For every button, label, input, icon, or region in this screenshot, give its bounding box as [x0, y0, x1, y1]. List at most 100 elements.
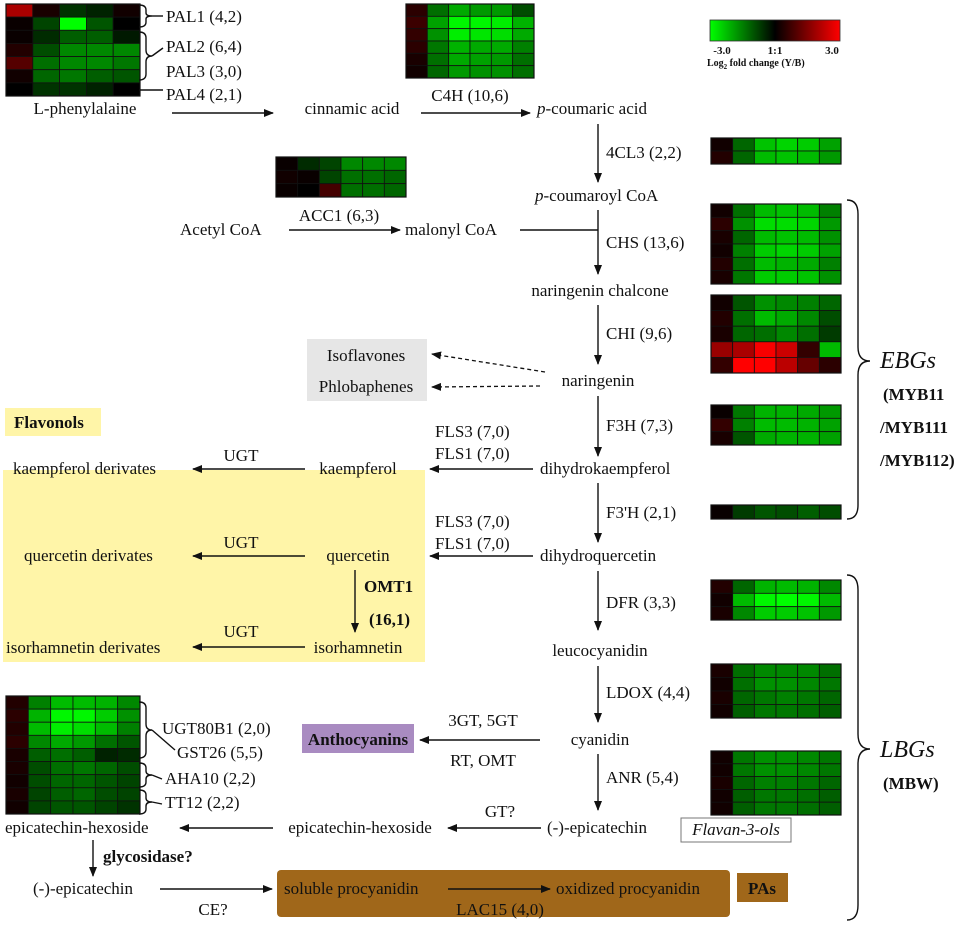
heatmap-chs-cell	[797, 203, 820, 218]
heatmap-chi-cell	[818, 356, 842, 374]
heatmap-pal-cell	[86, 16, 114, 31]
heatmap-ugt80b1-gst26-aha10-tt12-cell	[72, 721, 96, 736]
heatmap-f3h-cell	[818, 431, 842, 446]
heatmap-chs-cell	[818, 243, 842, 258]
flavan3ols-box	[680, 817, 792, 843]
compound-naringenin: naringenin	[562, 371, 635, 390]
compound-dihydroquercetin: dihydroquercetin	[540, 546, 657, 565]
heatmap-chi-cell	[710, 325, 734, 343]
heatmap-chs-cell	[732, 230, 755, 245]
heatmap-pal-cell	[112, 3, 141, 18]
heatmap-pal-cell	[59, 43, 87, 57]
heatmap-chi-cell	[797, 294, 820, 312]
heatmap-acc1-cell	[297, 183, 320, 198]
heatmap-f3ph-frame	[710, 504, 842, 520]
compound-naringenin-chalcone: naringenin chalcone	[531, 281, 668, 300]
heatmap-chi-cell	[775, 341, 799, 358]
pal4-label: PAL4 (2,1)	[166, 85, 242, 104]
heatmap-c4h-cell	[469, 28, 492, 42]
heatmap-pal-cell	[112, 43, 141, 57]
heatmap-ldox-cell	[797, 677, 820, 692]
heatmap-c4h-cell	[426, 28, 450, 42]
heatmap-ugt80b1-gst26-aha10-tt12-cell	[117, 734, 141, 749]
heatmap-ldox-cell	[775, 677, 799, 692]
heatmap-acc1-cell	[362, 183, 385, 198]
heatmap-anr-cell	[710, 776, 734, 790]
heatmap-chi-cell	[818, 310, 842, 327]
heatmap-pal-cell	[32, 56, 60, 71]
pal2-tick	[151, 47, 164, 57]
heatmap-ldox-cell	[753, 690, 777, 705]
heatmap-chi	[710, 294, 842, 374]
compound-p-coumaric-acid: p-coumaric acid	[536, 99, 647, 118]
heatmap-ugt80b1-gst26-aha10-tt12-cell	[72, 761, 96, 776]
enzyme-lac15-label: LAC15 (4,0)	[456, 900, 544, 919]
heatmap-anr-cell	[753, 776, 777, 790]
compound-kaempferol-derivates: kaempferol derivates	[13, 459, 156, 478]
heatmap-anr-cell	[710, 801, 734, 816]
heatmap-ugt80b1-gst26-aha10-tt12-cell	[27, 708, 52, 723]
heatmap-ugt80b1-gst26-aha10-tt12-cell	[94, 695, 119, 710]
heatmap-anr-cell	[797, 776, 820, 790]
heatmap-anr-cell	[753, 789, 777, 803]
heatmap-pal-cell	[5, 56, 34, 71]
heatmap-ldox-cell	[753, 663, 777, 678]
heatmap-chs-cell	[710, 270, 734, 285]
heatmap-anr-cell	[818, 801, 842, 816]
heatmap-anr-frame	[710, 750, 842, 816]
enzyme-c4h-label: C4H (10,6)	[431, 86, 508, 105]
enzyme-omt1-label: OMT1	[364, 577, 413, 596]
heatmap-anr-cell	[710, 763, 734, 777]
compound-l-phenylalaine: L-phenylalaine	[34, 99, 137, 118]
heatmap-ldox-cell	[732, 690, 755, 705]
legend-gradient	[709, 19, 841, 42]
heatmap-c4h-cell	[405, 3, 428, 17]
heatmap-chs-cell	[732, 256, 755, 272]
heatmap-acc1-cell	[318, 156, 342, 171]
heatmap-chi-cell	[797, 325, 820, 343]
heatmap-f3h-cell	[797, 404, 820, 419]
compound-quercetin-derivates: quercetin derivates	[24, 546, 153, 565]
heatmap-dfr-cell	[710, 606, 734, 621]
compound-oxidized-procyanidin: oxidized procyanidin	[556, 879, 700, 898]
heatmap-pal-cell	[32, 3, 60, 18]
heatmap-4cl3-cell	[775, 150, 799, 165]
heatmap-ldox-cell	[732, 704, 755, 719]
heatmap-pal-cell	[86, 43, 114, 57]
enzyme-fls1-label-b: FLS1 (7,0)	[435, 534, 510, 553]
heatmap-ugt80b1-gst26-aha10-tt12-cell	[72, 774, 96, 789]
heatmap-pal-cell	[112, 82, 141, 97]
pal1-label: PAL1 (4,2)	[166, 7, 242, 26]
heatmap-dfr-cell	[710, 592, 734, 608]
heatmap-acc1-cell	[340, 156, 364, 171]
heatmap-pal-cell	[5, 29, 34, 44]
heatmap-pal-cell	[59, 16, 87, 31]
heatmap-chi-cell	[753, 356, 777, 374]
heatmap-chi-cell	[818, 325, 842, 343]
legend-mid-label: 1:1	[768, 45, 783, 57]
heatmap-4cl3-cell	[732, 150, 755, 165]
heatmap-pal-cell	[5, 3, 34, 18]
compound-kaempferol: kaempferol	[319, 459, 397, 478]
heatmap-acc1-cell	[297, 169, 320, 185]
isoflavones-phlobaphenes-box	[307, 339, 427, 401]
compound-p-coumaroyl-coa: p-coumaroyl CoA	[534, 186, 659, 205]
heatmap-pal-frame	[5, 3, 141, 97]
heatmap-c4h-cell	[405, 28, 428, 42]
heatmap-ldox	[710, 663, 842, 719]
heatmap-dfr-cell	[775, 606, 799, 621]
heatmap-f3ph-cell	[732, 504, 755, 520]
heatmap-pal	[5, 3, 141, 97]
heatmap-ugt80b1-gst26-aha10-tt12-cell	[50, 800, 74, 815]
heatmap-chs-cell	[775, 230, 799, 245]
heatmap-c4h-cell	[426, 15, 450, 30]
heatmap-f3ph-cell	[710, 504, 734, 520]
heatmap-acc1-cell	[362, 156, 385, 171]
heatmap-acc1-cell	[318, 183, 342, 198]
flavonols-label-box	[5, 408, 101, 436]
heatmap-anr-cell	[732, 776, 755, 790]
heatmap-4cl3-cell	[797, 137, 820, 152]
heatmap-4cl3-cell	[753, 150, 777, 165]
lbgs-label: LBGs	[879, 737, 935, 763]
heatmap-dfr-cell	[710, 579, 734, 594]
